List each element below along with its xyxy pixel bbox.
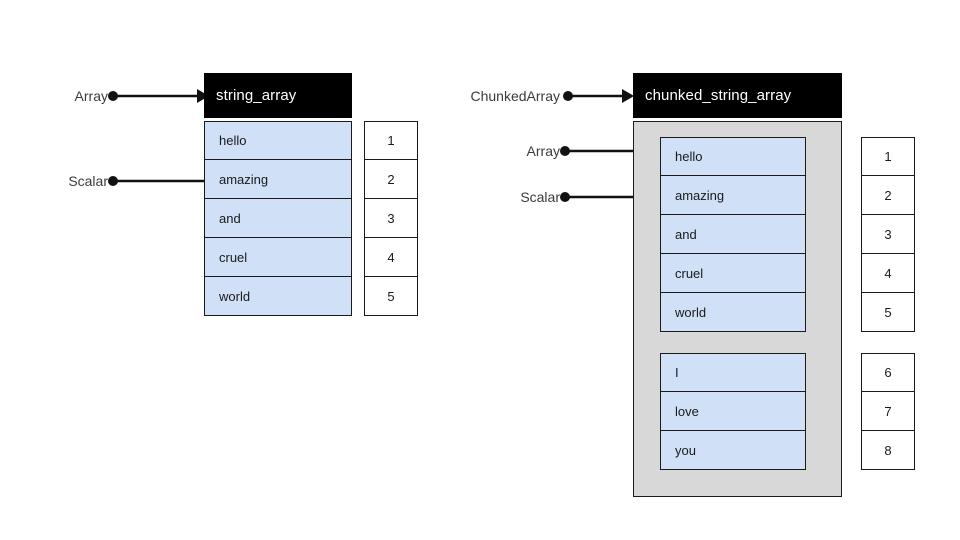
annotation-label-array-right: Array <box>526 143 560 159</box>
chunk-2-value-column: I love you <box>660 353 806 470</box>
table-cell: love <box>660 392 806 431</box>
connector-chunkedarray <box>563 89 634 103</box>
index-cell: 5 <box>861 293 915 332</box>
annotation-label-scalar-right: Scalar <box>520 189 560 205</box>
chunked-array-title: chunked_string_array <box>633 73 842 118</box>
table-cell: cruel <box>660 254 806 293</box>
index-cell: 6 <box>861 353 915 392</box>
annotation-label-chunkedarray: ChunkedArray <box>470 88 561 104</box>
table-cell: world <box>660 293 806 332</box>
left-array-value-column: hello amazing and cruel world <box>204 121 352 316</box>
annotation-label-array-left: Array <box>74 88 108 104</box>
index-cell: 1 <box>861 137 915 176</box>
chunk-2-index-column: 6 7 8 <box>861 353 915 470</box>
index-cell: 3 <box>861 215 915 254</box>
index-cell: 3 <box>364 199 418 238</box>
index-cell: 1 <box>364 121 418 160</box>
index-cell: 2 <box>861 176 915 215</box>
index-cell: 4 <box>364 238 418 277</box>
index-cell: 7 <box>861 392 915 431</box>
index-cell: 2 <box>364 160 418 199</box>
table-cell: you <box>660 431 806 470</box>
table-cell: hello <box>204 121 352 160</box>
table-cell: and <box>204 199 352 238</box>
table-cell: hello <box>660 137 806 176</box>
table-cell: amazing <box>204 160 352 199</box>
chunk-1-value-column: hello amazing and cruel world <box>660 137 806 332</box>
table-cell: cruel <box>204 238 352 277</box>
chunk-1-index-column: 1 2 3 4 5 <box>861 137 915 332</box>
left-array-index-column: 1 2 3 4 5 <box>364 121 418 316</box>
index-cell: 5 <box>364 277 418 316</box>
left-array-title: string_array <box>204 73 352 118</box>
annotation-label-scalar-left: Scalar <box>68 173 108 189</box>
index-cell: 4 <box>861 254 915 293</box>
connector-array-left <box>108 89 209 103</box>
table-cell: amazing <box>660 176 806 215</box>
table-cell: I <box>660 353 806 392</box>
table-cell: and <box>660 215 806 254</box>
index-cell: 8 <box>861 431 915 470</box>
table-cell: world <box>204 277 352 316</box>
